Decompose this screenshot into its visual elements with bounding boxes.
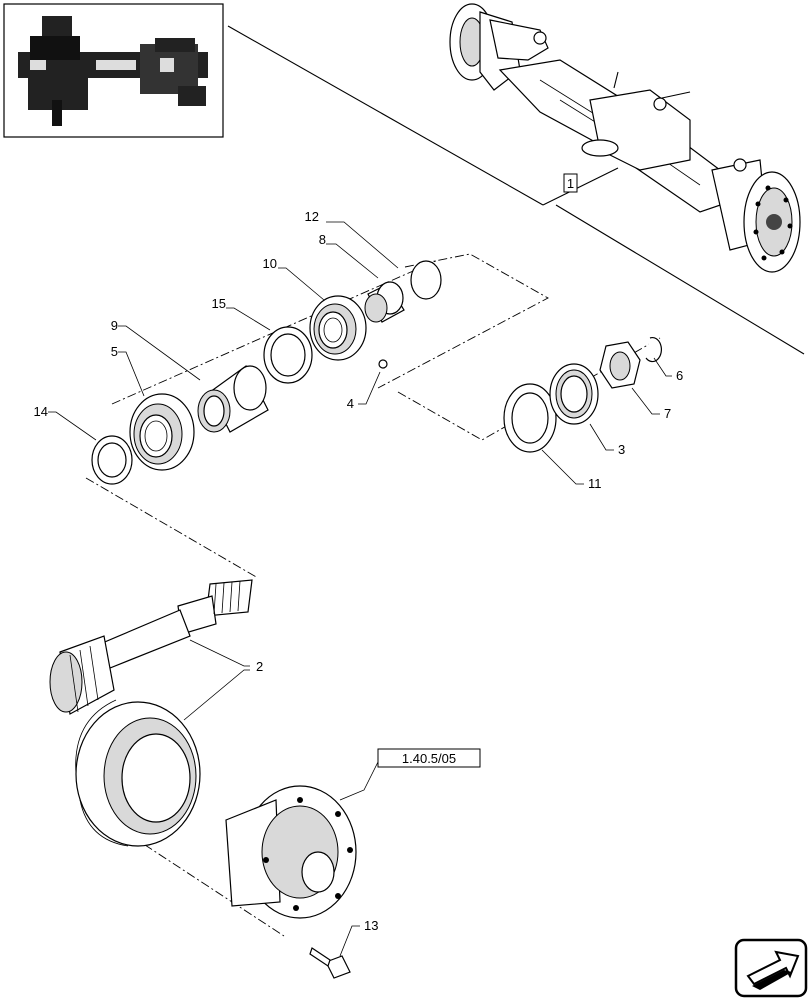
callout-11[interactable]: 11 (588, 476, 602, 491)
thumbnail-axle-silhouette (18, 16, 208, 126)
callout-13[interactable]: 13 (364, 918, 378, 933)
part-14-shim[interactable] (91, 435, 133, 485)
callout-12[interactable]: 12 (305, 209, 319, 224)
reference-label-box[interactable]: 1.40.5/05 (377, 748, 481, 768)
part-6-snap-ring[interactable] (645, 336, 662, 363)
frame-line-left (227, 25, 544, 206)
assembly-label: 1 (567, 176, 574, 191)
part-12-o-ring[interactable] (410, 260, 442, 300)
part-3-seal[interactable] (549, 363, 599, 425)
callout-9[interactable]: 9 (111, 318, 118, 333)
part-11-seal[interactable] (503, 383, 557, 453)
part-9-spacer[interactable] (197, 365, 269, 433)
callout-7[interactable]: 7 (664, 406, 671, 421)
assembly-label-box[interactable]: 1 (563, 173, 578, 193)
frame-line-right (555, 204, 805, 355)
part-15-shim[interactable] (263, 326, 313, 384)
part-7-nut[interactable] (599, 341, 641, 389)
reference-label: 1.40.5/05 (402, 751, 456, 766)
callout-14[interactable]: 14 (34, 404, 48, 419)
axle-assembly-drawing (449, 3, 801, 273)
callout-8[interactable]: 8 (319, 232, 326, 247)
callout-5[interactable]: 5 (111, 344, 118, 359)
part-2-crown-wheel[interactable] (75, 699, 201, 847)
thumbnail-inset[interactable] (3, 3, 224, 138)
differential-housing[interactable] (225, 785, 357, 919)
part-4-ball[interactable] (378, 359, 388, 369)
callout-leaders (48, 221, 672, 957)
navigation-arrow-icon[interactable] (734, 938, 808, 998)
callout-labels: 12 8 10 15 9 5 14 4 6 7 3 11 2 13 (34, 209, 684, 933)
part-2-pinion-shaft[interactable] (49, 579, 253, 715)
callout-6[interactable]: 6 (676, 368, 683, 383)
callout-15[interactable]: 15 (212, 296, 226, 311)
callout-10[interactable]: 10 (263, 256, 277, 271)
callout-4[interactable]: 4 (347, 396, 354, 411)
part-5-bearing[interactable] (129, 393, 195, 471)
callout-2[interactable]: 2 (256, 659, 263, 674)
callout-3[interactable]: 3 (618, 442, 625, 457)
part-8-collapsible-spacer[interactable] (364, 281, 405, 323)
axis-line-lower (85, 477, 259, 579)
axis-line-upper (377, 253, 549, 389)
part-10-bearing[interactable] (309, 295, 367, 361)
frame-line-pointer (542, 167, 619, 206)
part-13-bolt[interactable] (309, 947, 351, 979)
